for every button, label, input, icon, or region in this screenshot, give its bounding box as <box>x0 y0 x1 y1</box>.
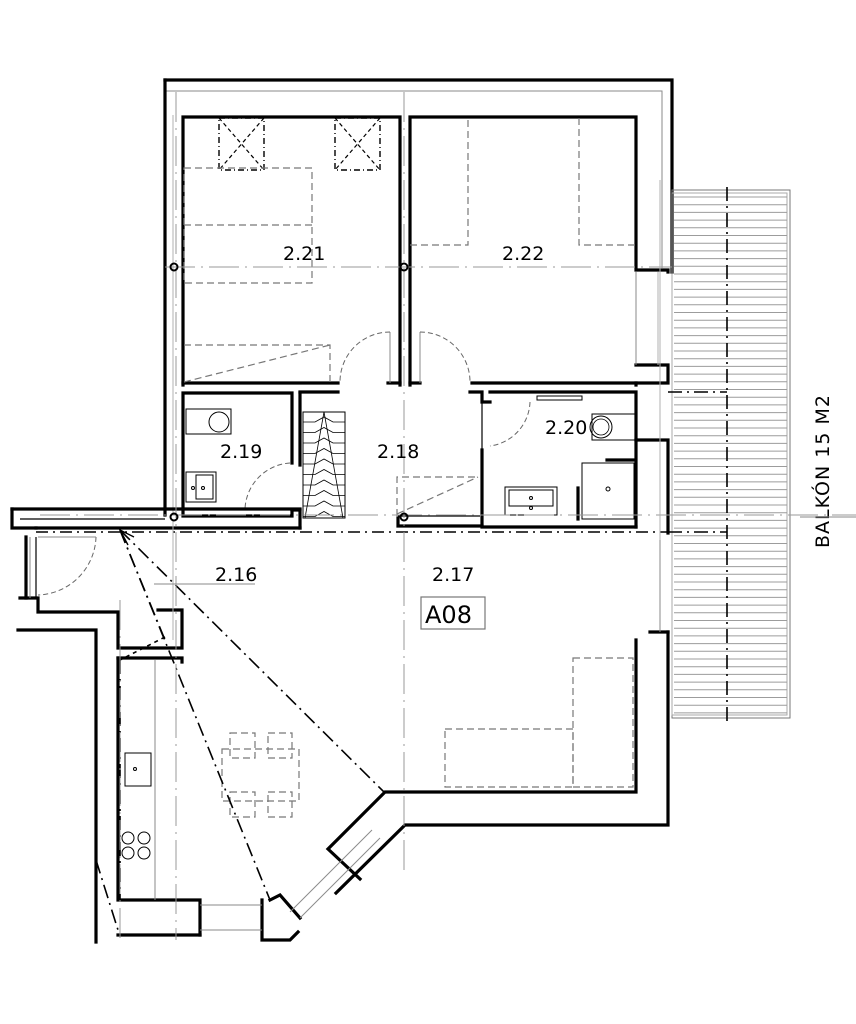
door-swing <box>489 401 531 447</box>
toilet-icon <box>589 413 637 441</box>
sofa <box>444 657 634 788</box>
sink-icon <box>124 752 152 787</box>
wardrobe <box>396 476 479 516</box>
dining-table <box>221 732 300 818</box>
sink-icon <box>504 486 558 516</box>
bed <box>183 167 313 284</box>
apartment-code-badge: A08 <box>420 596 486 630</box>
skylight-icon <box>218 117 265 171</box>
room-label-2-18: 2.18 <box>377 441 419 463</box>
door-swing <box>37 536 97 596</box>
stairs <box>302 411 346 519</box>
room-2-22-walls <box>408 115 670 387</box>
room-2-20-walls <box>480 390 670 535</box>
room-label-2-22: 2.22 <box>502 243 544 265</box>
apartment-code: A08 <box>425 601 472 629</box>
door-swing <box>419 331 471 384</box>
wardrobe <box>183 344 331 383</box>
cooktop-icon <box>121 831 151 860</box>
sink-icon <box>185 471 217 503</box>
radiator-icon <box>536 395 583 401</box>
living-area-walls <box>10 507 670 944</box>
bed <box>410 118 636 246</box>
room-label-2-17: 2.17 <box>432 564 474 586</box>
balcony-label: BALKÓN 15 M2 <box>810 394 834 548</box>
room-label-2-20: 2.20 <box>545 417 587 439</box>
room-label-2-16: 2.16 <box>215 564 257 586</box>
column-marker-icon <box>169 262 409 522</box>
room-label-2-19: 2.19 <box>220 441 262 463</box>
room-2-18-walls <box>298 390 492 528</box>
toilet-icon <box>185 408 232 435</box>
room-label-2-21: 2.21 <box>283 243 325 265</box>
skylight-icon <box>334 117 381 171</box>
door-swing <box>339 331 391 384</box>
door-swing <box>244 462 291 510</box>
roof-slope-lines <box>95 528 386 931</box>
balcony <box>671 187 791 722</box>
shower-icon <box>576 458 636 521</box>
